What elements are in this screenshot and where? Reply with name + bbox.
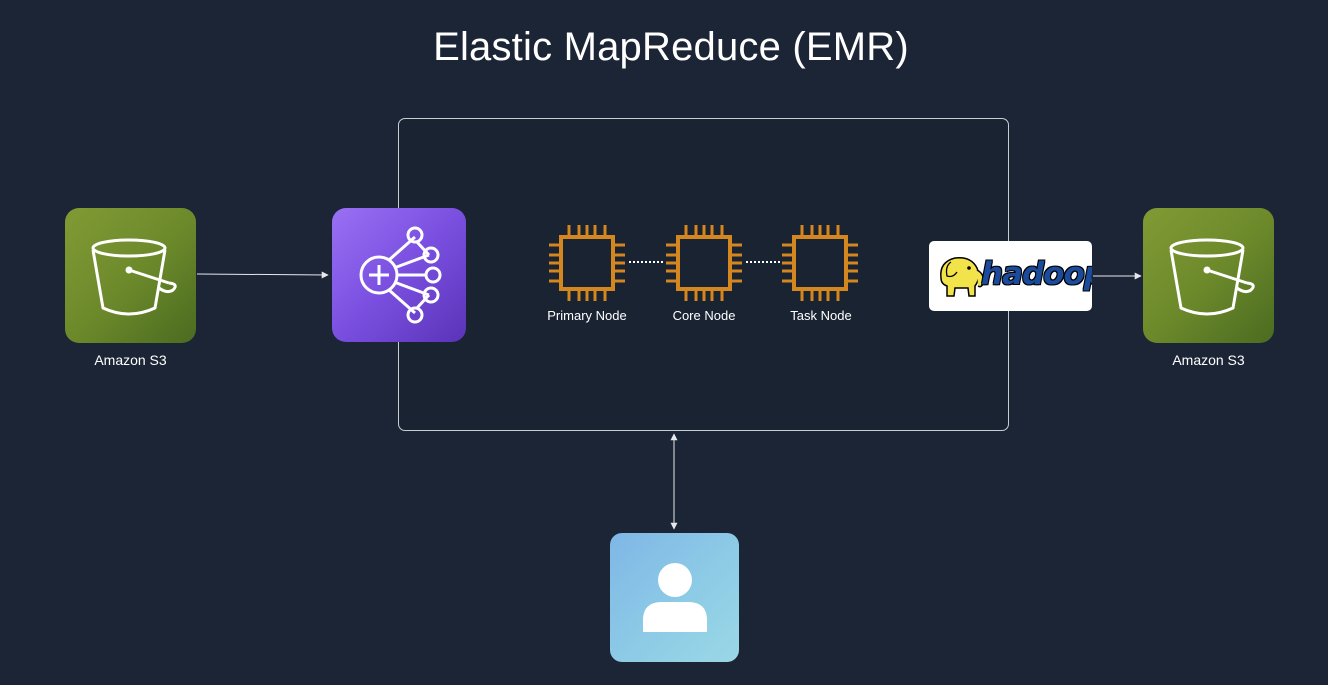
user-icon <box>642 562 707 632</box>
emr-cluster-boundary <box>398 118 1009 431</box>
amazon-s3-source <box>65 208 196 343</box>
primary-node-chip-icon <box>549 225 625 301</box>
amazon-s3-destination-label: Amazon S3 <box>1172 352 1245 368</box>
hadoop-wordmark: hadoop <box>981 256 1092 292</box>
emr-cluster-icon <box>359 226 442 324</box>
emr-service <box>332 208 466 342</box>
hadoop-elephant-icon <box>940 256 985 297</box>
amazon-s3-destination <box>1143 208 1274 343</box>
core-node-chip-icon <box>666 225 742 301</box>
arrow-s3-to-emr <box>196 271 329 279</box>
core-node-label: Core Node <box>672 308 736 323</box>
task-node-chip-icon <box>782 225 858 301</box>
s3-bucket-icon <box>1169 238 1255 315</box>
hadoop-logo: hadoop <box>929 241 1092 311</box>
s3-bucket-icon <box>91 238 177 315</box>
diagram-title: Elastic MapReduce (EMR) <box>433 25 909 69</box>
amazon-s3-source-label: Amazon S3 <box>94 352 167 368</box>
primary-node-label: Primary Node <box>547 308 627 323</box>
task-node-label: Task Node <box>790 308 852 323</box>
user-actor <box>610 533 739 662</box>
